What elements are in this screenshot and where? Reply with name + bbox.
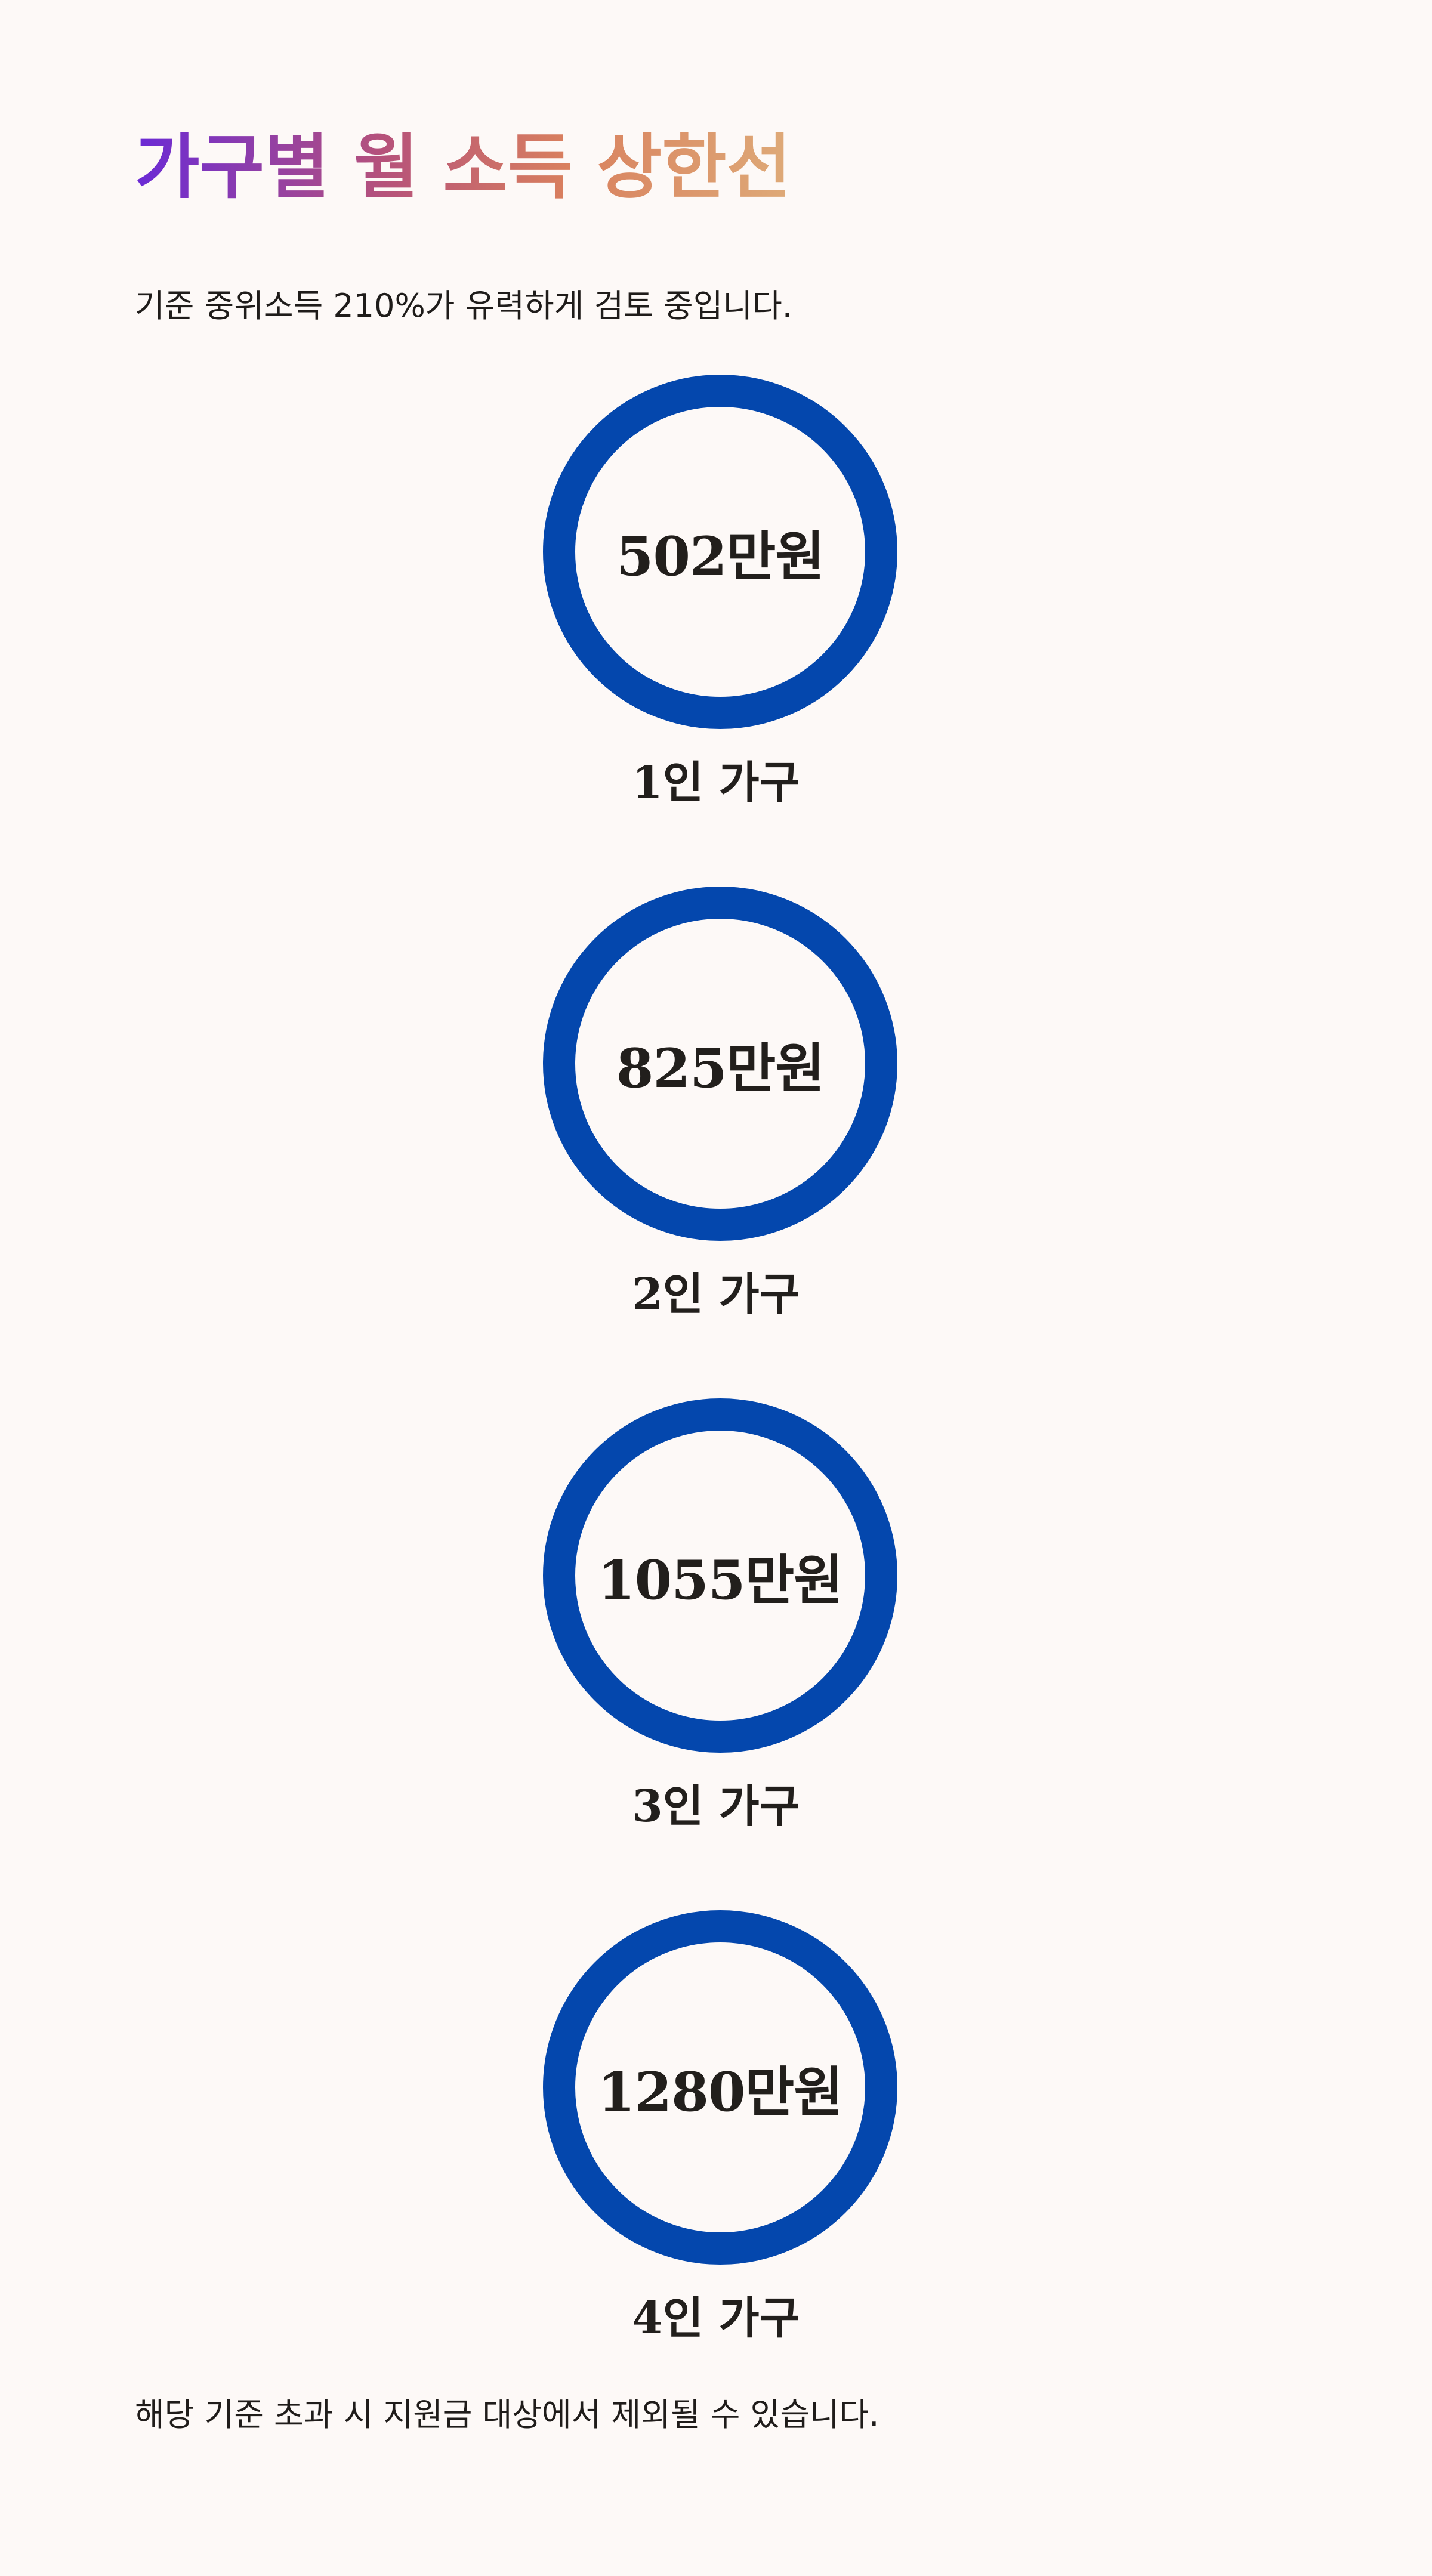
income-ring-3: 1055만원 (543, 1398, 897, 1753)
footer-note: 해당 기준 초과 시 지원금 대상에서 제외될 수 있습니다. (135, 2396, 879, 2433)
income-value: 1280만원 (597, 2061, 843, 2124)
household-label: 3인 가구 (632, 1781, 800, 1832)
page-subtitle: 기준 중위소득 210%가 유력하게 검토 중입니다. (135, 287, 792, 325)
income-value: 502만원 (616, 525, 825, 588)
household-label: 1인 가구 (632, 757, 800, 808)
household-label: 2인 가구 (632, 1269, 800, 1320)
household-label: 4인 가구 (632, 2293, 800, 2344)
income-value: 825만원 (616, 1037, 825, 1100)
income-ring-4: 1280만원 (543, 1910, 897, 2265)
page-title: 가구별 월 소득 상한선 (135, 119, 791, 215)
income-ring-2: 825만원 (543, 887, 897, 1241)
income-value: 1055만원 (597, 1549, 843, 1612)
income-ring-1: 502만원 (543, 375, 897, 729)
